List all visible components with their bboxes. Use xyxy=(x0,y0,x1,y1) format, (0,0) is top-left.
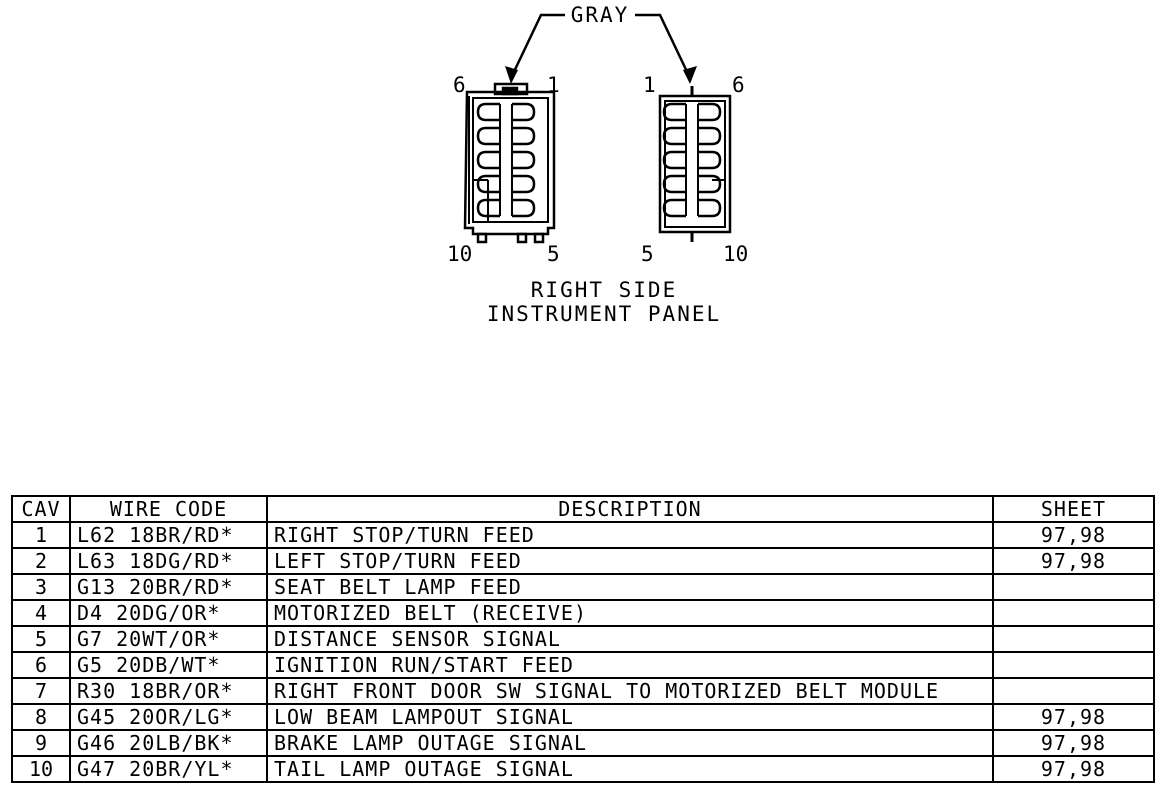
left-pin-label-bottom-left: 10 xyxy=(447,242,472,266)
cell-cav: 4 xyxy=(11,599,71,627)
arrow-heads xyxy=(505,66,697,84)
cell-description: LOW BEAM LAMPOUT SIGNAL xyxy=(266,703,994,731)
header-description: DESCRIPTION xyxy=(266,495,994,523)
cell-wire-code: G45 20OR/LG* xyxy=(69,703,268,731)
cell-sheet xyxy=(992,599,1155,627)
connector-diagram: GRAY 6 xyxy=(447,3,748,326)
cell-sheet: 97,98 xyxy=(992,547,1155,575)
left-pin-label-top-right: 1 xyxy=(547,73,560,97)
cell-sheet: 97,98 xyxy=(992,729,1155,757)
cell-wire-code: G13 20BR/RD* xyxy=(69,573,268,601)
header-wire-code: WIRE CODE xyxy=(69,495,268,523)
cell-sheet: 97,98 xyxy=(992,703,1155,731)
cell-description: SEAT BELT LAMP FEED xyxy=(266,573,994,601)
table-row: 9 G46 20LB/BK* BRAKE LAMP OUTAGE SIGNAL … xyxy=(11,729,1155,757)
cell-wire-code: R30 18BR/OR* xyxy=(69,677,268,705)
cell-wire-code: G46 20LB/BK* xyxy=(69,729,268,757)
cell-description: RIGHT FRONT DOOR SW SIGNAL TO MOTORIZED … xyxy=(266,677,994,705)
table-header-row: CAV WIRE CODE DESCRIPTION SHEET xyxy=(11,495,1155,523)
table-row: 1 L62 18BR/RD* RIGHT STOP/TURN FEED 97,9… xyxy=(11,521,1155,549)
right-pin-label-bottom-right: 10 xyxy=(723,242,748,266)
cell-description: MOTORIZED BELT (RECEIVE) xyxy=(266,599,994,627)
cell-cav: 8 xyxy=(11,703,71,731)
cell-wire-code: G47 20BR/YL* xyxy=(69,755,268,783)
table-row: 5 G7 20WT/OR* DISTANCE SENSOR SIGNAL xyxy=(11,625,1155,653)
right-pin-label-bottom-left: 5 xyxy=(641,242,654,266)
table-row: 8 G45 20OR/LG* LOW BEAM LAMPOUT SIGNAL 9… xyxy=(11,703,1155,731)
pinout-table: CAV WIRE CODE DESCRIPTION SHEET 1 L62 18… xyxy=(11,495,1155,783)
connector-caption-line1: RIGHT SIDE xyxy=(531,278,677,302)
left-pin-label-top-left: 6 xyxy=(453,73,466,97)
cell-sheet xyxy=(992,625,1155,653)
cell-wire-code: G7 20WT/OR* xyxy=(69,625,268,653)
table-row: 3 G13 20BR/RD* SEAT BELT LAMP FEED xyxy=(11,573,1155,601)
cell-description: IGNITION RUN/START FEED xyxy=(266,651,994,679)
header-sheet: SHEET xyxy=(992,495,1155,523)
connector-left-view xyxy=(463,82,556,244)
table-row: 10 G47 20BR/YL* TAIL LAMP OUTAGE SIGNAL … xyxy=(11,755,1155,783)
cell-cav: 9 xyxy=(11,729,71,757)
cell-description: TAIL LAMP OUTAGE SIGNAL xyxy=(266,755,994,783)
cell-sheet xyxy=(992,651,1155,679)
connector-right-view xyxy=(658,86,732,242)
connector-caption-line2: INSTRUMENT PANEL xyxy=(487,302,721,326)
cell-cav: 6 xyxy=(11,651,71,679)
cell-description: RIGHT STOP/TURN FEED xyxy=(266,521,994,549)
right-pin-label-top-right: 6 xyxy=(732,73,745,97)
left-pin-label-bottom-right: 5 xyxy=(547,242,560,266)
cell-cav: 7 xyxy=(11,677,71,705)
cell-sheet xyxy=(992,573,1155,601)
cell-cav: 10 xyxy=(11,755,71,783)
cell-cav: 1 xyxy=(11,521,71,549)
cell-cav: 5 xyxy=(11,625,71,653)
header-cav: CAV xyxy=(11,495,71,523)
right-pin-label-top-left: 1 xyxy=(643,73,656,97)
cell-wire-code: D4 20DG/OR* xyxy=(69,599,268,627)
cell-sheet: 97,98 xyxy=(992,521,1155,549)
cell-cav: 2 xyxy=(11,547,71,575)
table-row: 6 G5 20DB/WT* IGNITION RUN/START FEED xyxy=(11,651,1155,679)
table-row: 7 R30 18BR/OR* RIGHT FRONT DOOR SW SIGNA… xyxy=(11,677,1155,705)
cell-sheet: 97,98 xyxy=(992,755,1155,783)
cell-wire-code: L63 18DG/RD* xyxy=(69,547,268,575)
color-leader-arrows xyxy=(509,13,692,79)
cell-sheet xyxy=(992,677,1155,705)
cell-description: BRAKE LAMP OUTAGE SIGNAL xyxy=(266,729,994,757)
cell-cav: 3 xyxy=(11,573,71,601)
cell-description: DISTANCE SENSOR SIGNAL xyxy=(266,625,994,653)
cell-wire-code: L62 18BR/RD* xyxy=(69,521,268,549)
cell-wire-code: G5 20DB/WT* xyxy=(69,651,268,679)
table-row: 4 D4 20DG/OR* MOTORIZED BELT (RECEIVE) xyxy=(11,599,1155,627)
table-row: 2 L63 18DG/RD* LEFT STOP/TURN FEED 97,98 xyxy=(11,547,1155,575)
connector-color-label: GRAY xyxy=(571,3,630,27)
cell-description: LEFT STOP/TURN FEED xyxy=(266,547,994,575)
